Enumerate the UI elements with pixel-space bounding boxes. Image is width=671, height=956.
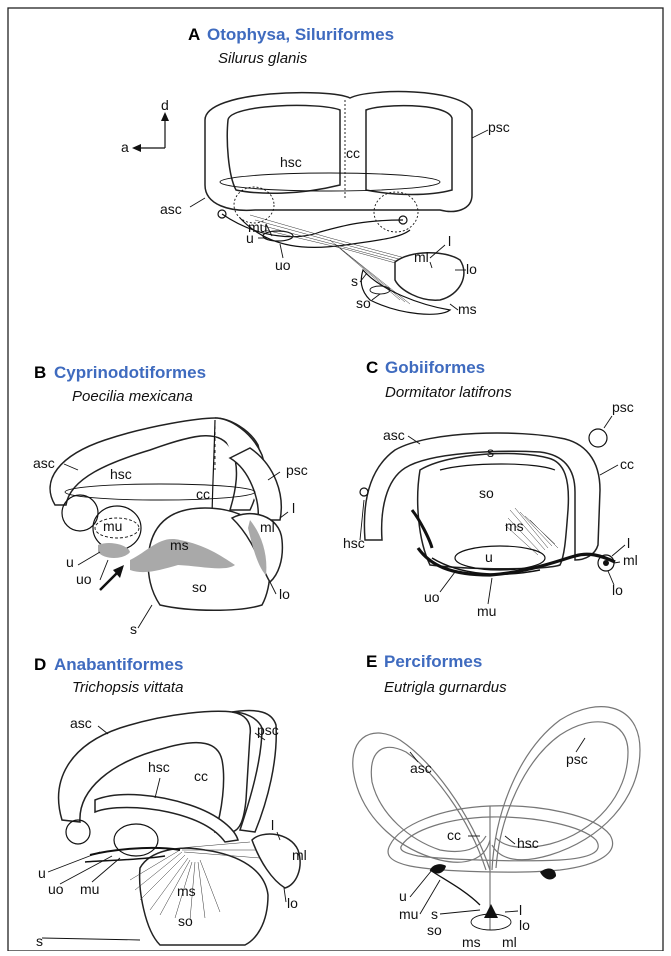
- label-asc-b: asc: [33, 455, 55, 471]
- label-asc-e: asc: [410, 760, 432, 776]
- label-hsc-a: hsc: [280, 154, 302, 170]
- panel-a-taxon: Otophysa, Siluriformes: [207, 25, 394, 44]
- label-l-c: l: [627, 535, 630, 551]
- label-ml-d: ml: [292, 847, 307, 863]
- label-hsc-c: hsc: [343, 535, 365, 551]
- label-asc-d: asc: [70, 715, 92, 731]
- label-s-a: s: [351, 273, 358, 289]
- label-so-b: so: [192, 579, 207, 595]
- label-mu-d: mu: [80, 881, 99, 897]
- anterior-canal-loop-a: [227, 105, 340, 193]
- label-ml-e: ml: [502, 934, 517, 950]
- label-hsc-b: hsc: [110, 466, 132, 482]
- panel-c-letter: C: [366, 358, 378, 377]
- label-cc-e: cc: [447, 827, 461, 843]
- panel-d-letter: D: [34, 655, 46, 674]
- label-psc-e: psc: [566, 751, 588, 767]
- panel-a-species: Silurus glanis: [218, 50, 308, 67]
- label-s-c: s: [487, 444, 494, 460]
- label-psc-b: psc: [286, 462, 308, 478]
- label-so-a: so: [356, 295, 371, 311]
- label-lo-e: lo: [519, 917, 530, 933]
- panel-b-taxon: Cyprinodotiformes: [54, 363, 206, 382]
- label-l-d: l: [271, 817, 274, 833]
- label-uo-c: uo: [424, 589, 440, 605]
- label-u-e: u: [399, 888, 407, 904]
- label-ms-e: ms: [462, 934, 481, 950]
- label-psc-c: psc: [612, 399, 634, 415]
- label-ms-b: ms: [170, 537, 189, 553]
- label-ml-b: ml: [260, 519, 275, 535]
- label-u-b: u: [66, 554, 74, 570]
- panel-b-species: Poecilia mexicana: [72, 388, 193, 405]
- label-asc-a: asc: [160, 201, 182, 217]
- label-asc-c: asc: [383, 427, 405, 443]
- label-cc-c: cc: [620, 456, 634, 472]
- panel-b-letter: B: [34, 363, 46, 382]
- label-ms-d: ms: [177, 883, 196, 899]
- label-cc-b: cc: [196, 486, 210, 502]
- label-ms-c: ms: [505, 518, 524, 534]
- panel-c-species: Dormitator latifrons: [385, 384, 512, 401]
- label-u-c: u: [485, 549, 493, 565]
- label-so-c: so: [479, 485, 494, 501]
- label-so-e: so: [427, 922, 442, 938]
- label-lo-a: lo: [466, 261, 477, 277]
- label-mu-e: mu: [399, 906, 418, 922]
- label-l-e: l: [519, 902, 522, 918]
- label-ml-c: ml: [623, 552, 638, 568]
- label-ml-a: ml: [414, 249, 429, 265]
- panel-a-letter: A: [188, 25, 200, 44]
- axis-label-d: d: [161, 97, 169, 113]
- label-ms-a: ms: [458, 301, 477, 317]
- panel-d-species: Trichopsis vittata: [72, 679, 183, 696]
- label-mu-c: mu: [477, 603, 496, 619]
- label-psc-d: psc: [257, 722, 279, 738]
- label-uo-a: uo: [275, 257, 291, 273]
- label-lo-d: lo: [287, 895, 298, 911]
- label-lo-b: lo: [279, 586, 290, 602]
- label-so-d: so: [178, 913, 193, 929]
- label-cc-d: cc: [194, 768, 208, 784]
- label-psc-a: psc: [488, 119, 510, 135]
- label-s-e: s: [431, 906, 438, 922]
- axis-label-a: a: [121, 139, 129, 155]
- panel-d-taxon: Anabantiformes: [54, 655, 183, 674]
- label-mu-b: mu: [103, 518, 122, 534]
- label-s-d: s: [36, 933, 43, 949]
- sacculus-c: [418, 454, 569, 569]
- label-u-d: u: [38, 865, 46, 881]
- label-hsc-e: hsc: [517, 835, 539, 851]
- panel-e-taxon: Perciformes: [384, 652, 482, 671]
- panel-c-taxon: Gobiiformes: [385, 358, 485, 377]
- label-cc-a: cc: [346, 145, 360, 161]
- label-s-b: s: [130, 621, 137, 637]
- label-u-a: u: [246, 230, 254, 246]
- label-l-b: l: [292, 500, 295, 516]
- label-hsc-d: hsc: [148, 759, 170, 775]
- label-uo-b: uo: [76, 571, 92, 587]
- panel-e-letter: E: [366, 652, 377, 671]
- panel-e-species: Eutrigla gurnardus: [384, 679, 507, 696]
- label-l-a: l: [448, 233, 451, 249]
